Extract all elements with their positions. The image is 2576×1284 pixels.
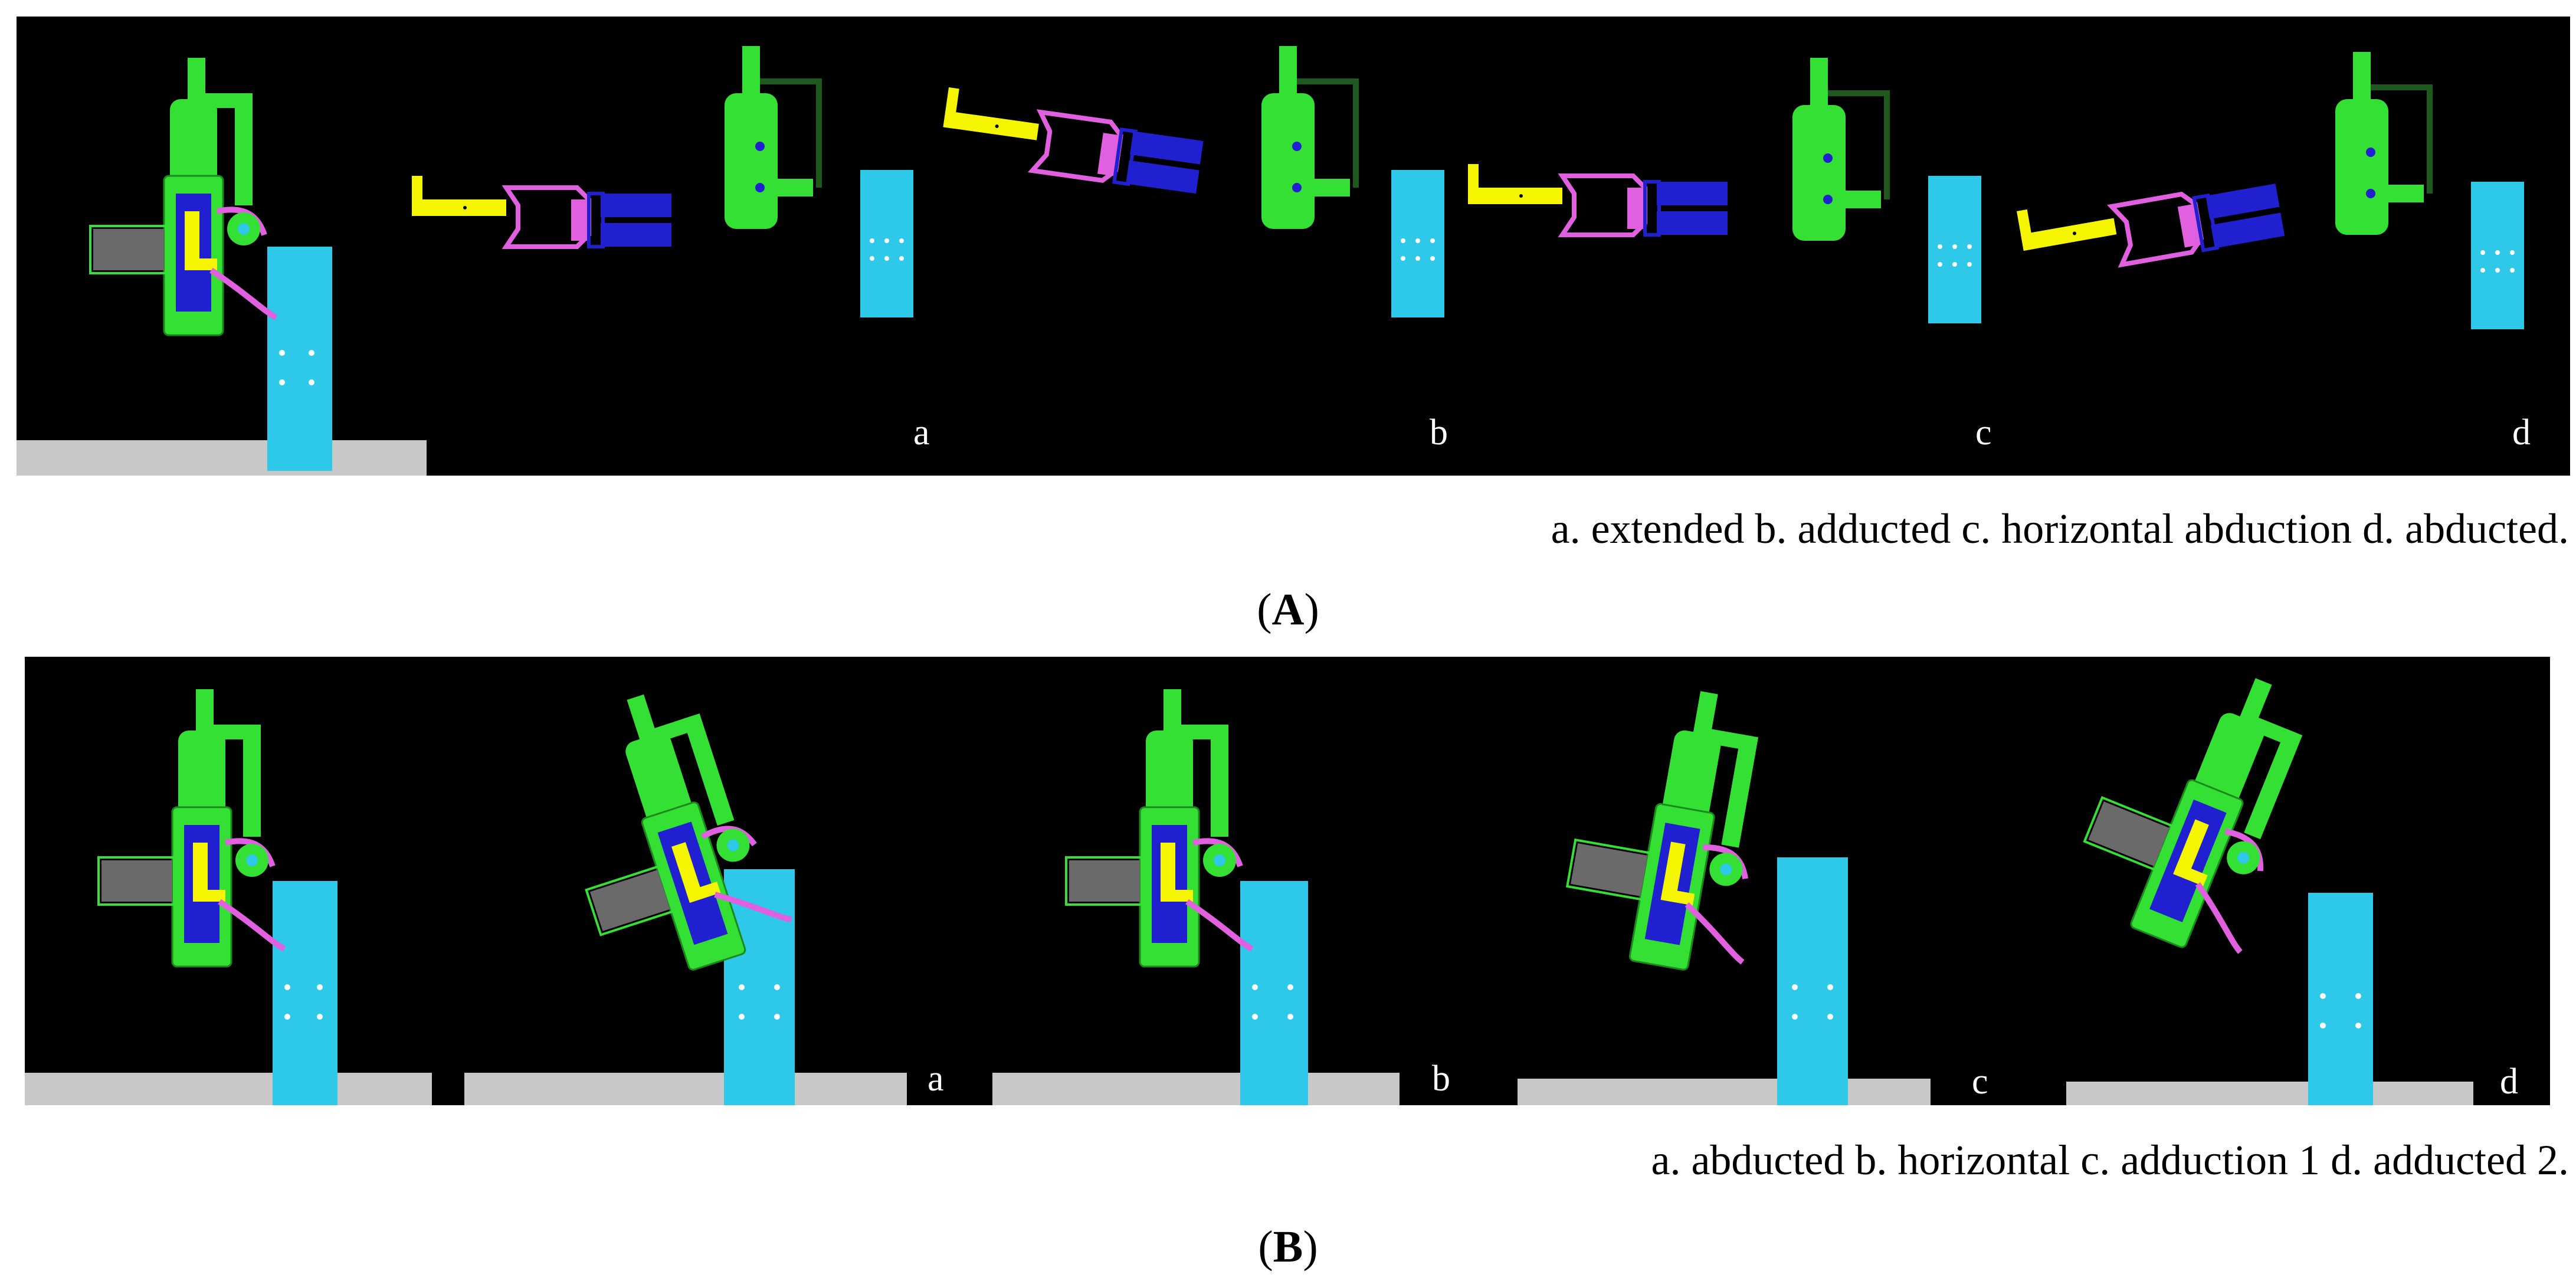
panel-label-a-letter: A — [1271, 585, 1305, 634]
robot-side-view-icon — [90, 58, 276, 335]
caption-b: a. abducted b. horizontal c. adduction 1… — [1651, 1136, 2570, 1184]
robot-top-view-arm-icon — [412, 176, 671, 247]
sub-label-b-c: c — [1972, 1062, 1988, 1102]
floor-bar — [17, 440, 427, 476]
panel-label-b-letter: B — [1273, 1222, 1303, 1272]
sub-label-b-d: d — [2500, 1062, 2518, 1102]
panel-a-drawing: a b c d — [17, 17, 2531, 476]
panel-label-a: (A) — [1257, 585, 1319, 634]
sub-label-d: d — [2512, 412, 2531, 453]
sub-label-b-a: a — [928, 1059, 944, 1099]
sub-label-b-b: b — [1432, 1059, 1450, 1099]
sub-label-b: b — [1430, 412, 1448, 453]
sub-label-a: a — [913, 412, 930, 453]
panel-b-image: a b c d — [25, 657, 2550, 1105]
sub-label-c: c — [1975, 412, 1992, 453]
panel-label-b: (B) — [1258, 1222, 1318, 1272]
caption-a: a. extended b. adducted c. horizontal ab… — [1551, 505, 2569, 552]
panel-a-image: a b c d — [17, 17, 2570, 476]
panel-b-drawing: a b c d — [25, 657, 2518, 1105]
